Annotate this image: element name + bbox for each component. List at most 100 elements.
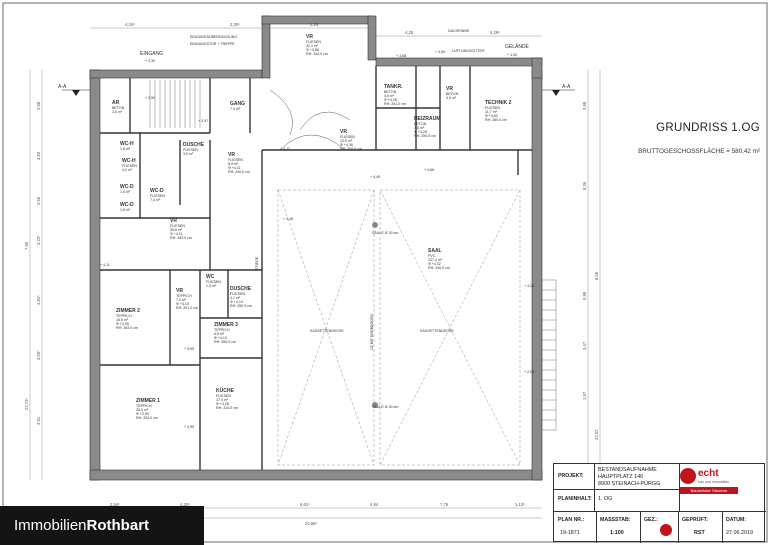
- svg-text:ZIMMER 2: ZIMMER 2: [116, 308, 140, 314]
- brand-logo-part-b: Rothbart: [86, 517, 150, 534]
- geprueft-value: RST: [694, 530, 705, 536]
- svg-text:VR: VR: [176, 288, 183, 294]
- svg-text:SAAL: SAAL: [428, 248, 442, 254]
- svg-text:VR: VR: [228, 152, 235, 158]
- svg-text:RH: 250,0 cm: RH: 250,0 cm: [414, 134, 436, 138]
- svg-text:3,83: 3,83: [36, 151, 41, 160]
- section-markers: [62, 89, 575, 96]
- note-dachrinne: DACHRINNE: [448, 29, 470, 33]
- svg-text:Ф +4,28: Ф +4,28: [414, 130, 427, 134]
- datum-value: 27.06.2019: [726, 530, 753, 536]
- svg-text:4,34⁵: 4,34⁵: [125, 22, 135, 27]
- svg-text:+ 4,11: + 4,11: [280, 147, 290, 151]
- note-stiege: STIEGE: [255, 256, 259, 270]
- svg-text:WC-D: WC-D: [150, 188, 164, 194]
- level-markers: + 3,50 + 3,97 + 4,11 + 4,11 + 4,46 + 4,4…: [100, 50, 534, 429]
- svg-text:Ф +4,11: Ф +4,11: [170, 232, 183, 236]
- note-eingangstuer: EINGANGSTÜR + TREPPE: [190, 42, 235, 46]
- svg-text:KÜCHE: KÜCHE: [216, 387, 234, 394]
- note-kassettendecke-left: KASSETTENDECKE: [310, 329, 344, 333]
- svg-text:TEPPICH: TEPPICH: [136, 404, 152, 408]
- projekt-line-2: HAUPTPLATZ 146: [598, 474, 644, 480]
- svg-text:7,4 m²: 7,4 m²: [150, 198, 161, 202]
- svg-text:WC-H: WC-H: [122, 158, 136, 164]
- projekt-line-3: 8900 STEINACH-PÜRGG: [598, 481, 661, 487]
- interior-walls: [100, 66, 532, 470]
- svg-text:AR: AR: [112, 100, 120, 106]
- svg-text:TEPPICH: TEPPICH: [176, 294, 192, 298]
- svg-text:1,6 m²: 1,6 m²: [120, 208, 131, 212]
- note-saeule-1: SÄULE Ø 30 cm: [372, 231, 398, 235]
- svg-text:WC-D: WC-D: [120, 184, 134, 190]
- svg-text:16,5 m²: 16,5 m²: [116, 318, 129, 322]
- svg-text:Ф +4,28: Ф +4,28: [384, 98, 397, 102]
- svg-text:4,1 m²: 4,1 m²: [230, 296, 241, 300]
- svg-text:7,75: 7,75: [440, 502, 449, 507]
- svg-text:7,8 m²: 7,8 m²: [414, 126, 425, 130]
- svg-text:WC-H: WC-H: [120, 141, 134, 147]
- svg-text:+ 3,50: + 3,50: [145, 96, 155, 100]
- svg-text:ZIMMER 1: ZIMMER 1: [136, 398, 160, 404]
- svg-text:Ф +4,10: Ф +4,10: [230, 300, 243, 304]
- svg-text:11,7 m²: 11,7 m²: [485, 110, 498, 114]
- echt-logo-sub: bau und immobilien: [698, 480, 730, 484]
- svg-text:Ф +4,36: Ф +4,36: [340, 143, 353, 147]
- svg-text:WC: WC: [206, 274, 215, 280]
- massstab-label: MASSSTAB:: [600, 517, 631, 523]
- svg-text:8,9 m²: 8,9 m²: [228, 162, 239, 166]
- svg-text:Ф +3,95: Ф +3,95: [136, 412, 149, 416]
- svg-text:RH: 251,0 cm: RH: 251,0 cm: [176, 306, 198, 310]
- svg-text:4,0 m²: 4,0 m²: [122, 168, 133, 172]
- echt-logo-mark-icon: [680, 468, 696, 484]
- echt-logo-band: Baumeister Steuerer: [680, 487, 738, 494]
- page-subtitle: BRUTTOGESCHOSSFLÄCHE = 580,42 m²: [638, 148, 760, 155]
- svg-text:4,84⁵: 4,84⁵: [36, 295, 41, 305]
- svg-text:HEIZRAUM: HEIZRAUM: [414, 116, 440, 122]
- datum-label: DATUM:: [726, 517, 747, 523]
- svg-text:3,6 m²: 3,6 m²: [112, 110, 123, 114]
- note-kassettendecke-right: KASSETTENDECKE: [420, 329, 454, 333]
- svg-text:+ 4,46: + 4,46: [370, 175, 380, 179]
- svg-text:3,00⁵: 3,00⁵: [36, 350, 41, 360]
- svg-text:RH: 283,0 cm: RH: 283,0 cm: [136, 416, 158, 420]
- plan-nr-label: PLAN NR.:: [558, 517, 585, 523]
- svg-text:+ 4,46: + 4,46: [283, 217, 293, 221]
- brand-logo-part-a: Immobilien: [14, 517, 87, 534]
- svg-text:4,20⁵: 4,20⁵: [180, 502, 190, 507]
- svg-text:+ 4,60: + 4,60: [435, 50, 445, 54]
- svg-text:PVC: PVC: [428, 254, 436, 258]
- projekt-line-1: BESTANDSAUFNAHME: [598, 467, 657, 473]
- svg-text:2,29: 2,29: [310, 22, 319, 27]
- gez-label: GEZ.:: [644, 517, 658, 523]
- svg-text:3,98: 3,98: [582, 101, 587, 110]
- svg-text:TECHNIK 2: TECHNIK 2: [485, 100, 512, 106]
- page-title: GRUNDRISS 1.OG: [656, 122, 760, 134]
- gez-stamp-icon: [660, 524, 672, 536]
- svg-text:3,47: 3,47: [582, 341, 587, 350]
- note-gelaende-level: + 1,50: [507, 53, 517, 57]
- room-wc-d-2: WC-D1,6 m²: [120, 202, 134, 212]
- dimension-lines: [29, 27, 601, 519]
- svg-text:13,0 m²: 13,0 m²: [340, 139, 353, 143]
- svg-text:TEPPICH: TEPPICH: [116, 314, 132, 318]
- note-eingangsueberdachung: EINGANGSÜBERDACHUNG: [190, 35, 237, 39]
- echt-logo-word: echt: [698, 468, 719, 479]
- svg-text:FLIESEN: FLIESEN: [340, 135, 355, 139]
- svg-text:+ 4,11: + 4,11: [100, 263, 110, 267]
- svg-text:Ф +4,10: Ф +4,10: [176, 302, 189, 306]
- external-stair: [541, 279, 557, 431]
- svg-text:1,57: 1,57: [582, 391, 587, 400]
- svg-text:Ф +3,88: Ф +3,88: [306, 48, 319, 52]
- svg-text:RH: 283,0 cm: RH: 283,0 cm: [116, 326, 138, 330]
